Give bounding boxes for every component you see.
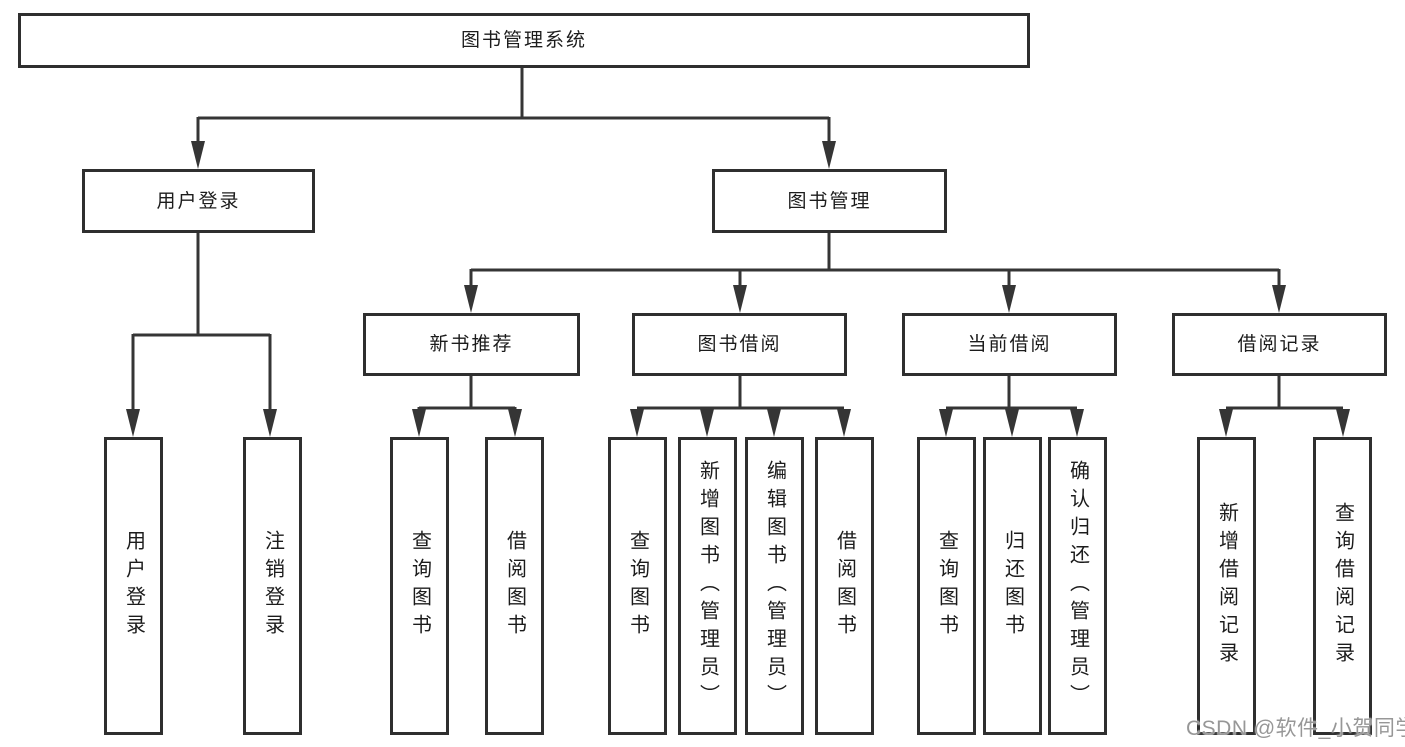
node-user-login-label: 用户登录 <box>156 190 241 212</box>
node-new-book-recommend-label: 新书推荐 <box>429 334 514 355</box>
node-root-system: 图书管理系统 <box>18 13 1030 68</box>
leaf-logout: 注销登录 <box>243 437 302 735</box>
leaf-current-query-books: 查询图书 <box>917 437 976 735</box>
node-book-management: 图书管理 <box>712 169 947 233</box>
leaf-borrow-query-books-label: 查询图书 <box>626 530 649 642</box>
leaf-user-login: 用户登录 <box>104 437 163 735</box>
node-new-book-recommend: 新书推荐 <box>363 313 580 376</box>
node-root-label: 图书管理系统 <box>460 30 587 51</box>
leaf-borrow-books: 借阅图书 <box>815 437 874 735</box>
leaf-return-books: 归还图书 <box>983 437 1042 735</box>
leaf-return-books-label: 归还图书 <box>1001 530 1024 642</box>
leaf-recommend-query-books-label: 查询图书 <box>408 530 431 642</box>
leaf-query-borrow-record-label: 查询借阅记录 <box>1331 502 1354 670</box>
leaf-add-books-admin-label: 新增图书（管理员） <box>696 460 719 712</box>
node-book-management-label: 图书管理 <box>787 190 872 212</box>
node-current-borrow-label: 当前借阅 <box>967 334 1052 355</box>
leaf-add-borrow-record: 新增借阅记录 <box>1197 437 1256 735</box>
node-borrow-record-label: 借阅记录 <box>1237 334 1322 355</box>
leaf-borrow-books-label: 借阅图书 <box>833 530 856 642</box>
leaf-confirm-return-admin-label: 确认归还（管理员） <box>1066 460 1089 712</box>
leaf-edit-books-admin: 编辑图书（管理员） <box>745 437 804 735</box>
leaf-confirm-return-admin: 确认归还（管理员） <box>1048 437 1107 735</box>
node-user-login: 用户登录 <box>82 169 315 233</box>
leaf-recommend-query-books: 查询图书 <box>390 437 449 735</box>
leaf-recommend-borrow-books-label: 借阅图书 <box>503 530 526 642</box>
node-borrow-record: 借阅记录 <box>1172 313 1387 376</box>
csdn-watermark: CSDN @软件_小贺同学 <box>1186 717 1405 740</box>
node-book-borrow-label: 图书借阅 <box>697 334 782 355</box>
leaf-query-borrow-record: 查询借阅记录 <box>1313 437 1372 735</box>
leaf-recommend-borrow-books: 借阅图书 <box>485 437 544 735</box>
leaf-current-query-books-label: 查询图书 <box>935 530 958 642</box>
node-current-borrow: 当前借阅 <box>902 313 1117 376</box>
leaf-add-borrow-record-label: 新增借阅记录 <box>1215 502 1238 670</box>
leaf-logout-label: 注销登录 <box>261 530 284 642</box>
leaf-add-books-admin: 新增图书（管理员） <box>678 437 737 735</box>
leaf-edit-books-admin-label: 编辑图书（管理员） <box>763 460 786 712</box>
leaf-borrow-query-books: 查询图书 <box>608 437 667 735</box>
leaf-user-login-label: 用户登录 <box>122 530 145 642</box>
node-book-borrow: 图书借阅 <box>632 313 847 376</box>
